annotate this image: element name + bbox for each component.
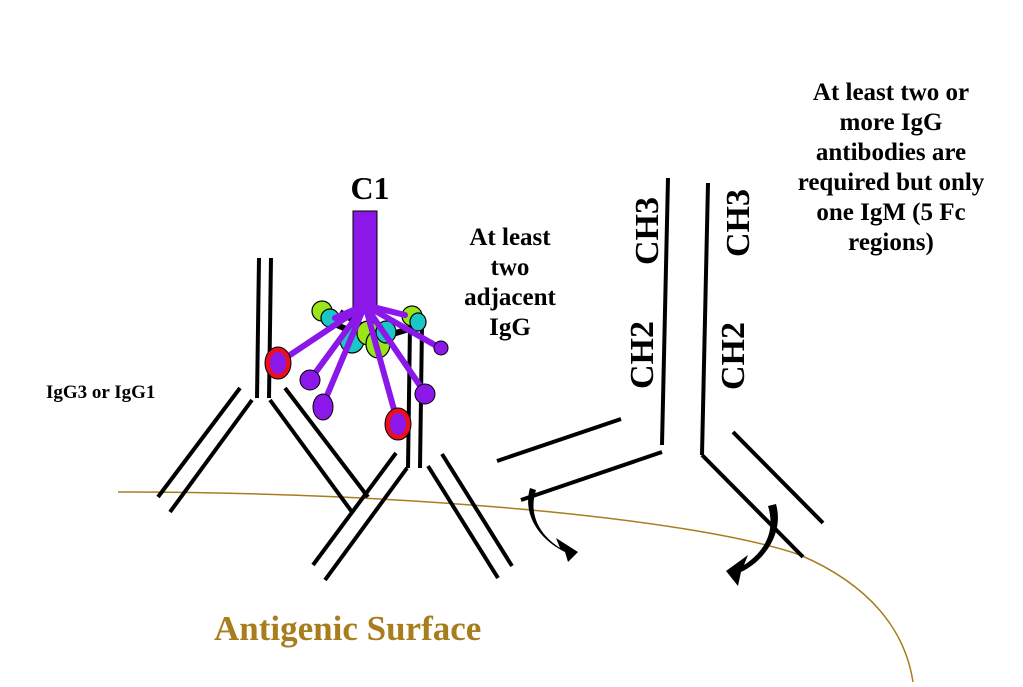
antigenic-surface-label: Antigenic Surface — [214, 609, 482, 648]
igg-type-label: IgG3 or IgG1 — [46, 382, 156, 403]
c1-label: C1 — [350, 170, 390, 206]
ch2-left-label: CH2 — [624, 321, 661, 389]
adjacent-igg-label: At least two adjacent IgG — [464, 224, 556, 341]
requirement-label: At least two or more IgG antibodies are … — [797, 79, 985, 256]
ch3-left-label: CH3 — [629, 197, 666, 265]
c1-complex — [264, 210, 449, 441]
ch2-right-label: CH2 — [715, 322, 752, 390]
igg-antibody-left-back — [156, 257, 370, 514]
antigenic-surface-line — [117, 491, 914, 683]
rotation-arrow-icon-right — [726, 504, 778, 586]
igg-antibody-right — [496, 177, 825, 559]
ch3-right-label: CH3 — [720, 189, 757, 257]
rotation-arrow-icon-left — [528, 488, 578, 562]
